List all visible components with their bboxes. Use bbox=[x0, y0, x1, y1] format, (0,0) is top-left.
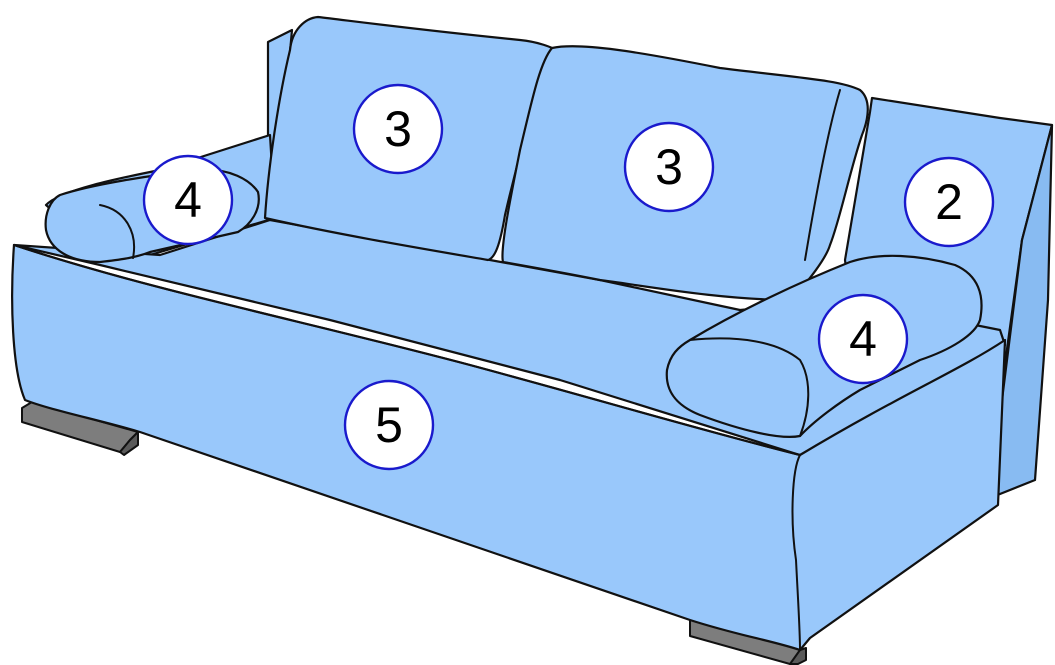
callout-back-cushion-right: 3 bbox=[623, 121, 715, 213]
seat-base-front-edge bbox=[13, 244, 801, 456]
callout-label: 4 bbox=[849, 311, 877, 367]
callout-circle bbox=[623, 121, 715, 213]
callout-circle bbox=[343, 379, 435, 471]
callout-bolster-right: 4 bbox=[817, 293, 909, 385]
callout-bolster-left: 4 bbox=[142, 154, 234, 246]
callout-seat-base: 5 bbox=[343, 379, 435, 471]
bolster-left-end bbox=[99, 204, 136, 259]
callout-label: 3 bbox=[384, 101, 412, 157]
callout-backrest: 2 bbox=[903, 156, 995, 248]
callout-circle bbox=[817, 293, 909, 385]
back-cushion-right-seam bbox=[804, 89, 841, 261]
callout-circle bbox=[903, 156, 995, 248]
bolster-right-end bbox=[689, 337, 810, 437]
callout-circle bbox=[352, 83, 444, 175]
seat-base-corner-edge bbox=[791, 454, 801, 651]
callout-back-cushion-left: 3 bbox=[352, 83, 444, 175]
callout-label: 5 bbox=[375, 397, 403, 453]
leg-front-left-side bbox=[119, 431, 139, 456]
leg-front-right-side bbox=[789, 647, 807, 665]
callout-label: 3 bbox=[655, 139, 683, 195]
callout-label: 4 bbox=[174, 172, 202, 228]
callout-label: 2 bbox=[935, 174, 963, 230]
callout-circle bbox=[142, 154, 234, 246]
